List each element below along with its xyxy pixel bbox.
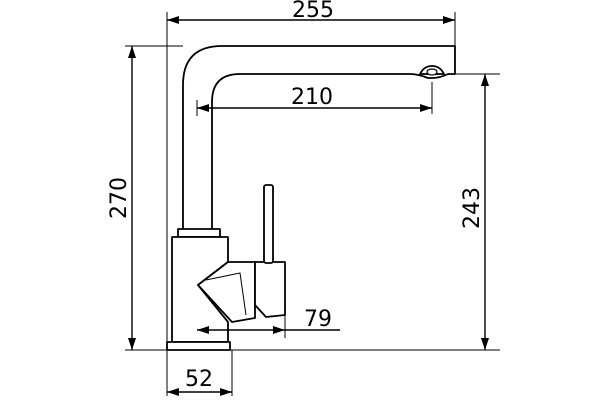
- dim-outlet-height: 243: [460, 74, 489, 350]
- lever-handle: [263, 184, 274, 264]
- aerator-tip: [426, 68, 438, 76]
- dim-outlet-height-label: 243: [460, 187, 485, 229]
- spout-tube: [182, 45, 456, 231]
- dim-base-diameter: 52: [167, 367, 232, 396]
- mixer-block-facet: [205, 272, 247, 316]
- base-plate: [166, 341, 231, 351]
- dim-handle-offset-label: 79: [304, 307, 332, 332]
- dim-overall-width-label: 255: [292, 0, 334, 23]
- dim-handle-offset: 79: [197, 307, 340, 334]
- extension-lines: [125, 12, 500, 396]
- lever-cartridge: [254, 261, 286, 318]
- dim-spout-reach: 210: [197, 85, 432, 112]
- dim-overall-height: 270: [107, 46, 136, 350]
- spout-collar: [177, 228, 221, 238]
- dim-overall-width: 255: [167, 0, 455, 24]
- dim-spout-reach-label: 210: [291, 85, 333, 110]
- dim-base-diameter-label: 52: [185, 367, 213, 392]
- dim-overall-height-label: 270: [107, 177, 132, 219]
- faucet-outline: [166, 45, 456, 351]
